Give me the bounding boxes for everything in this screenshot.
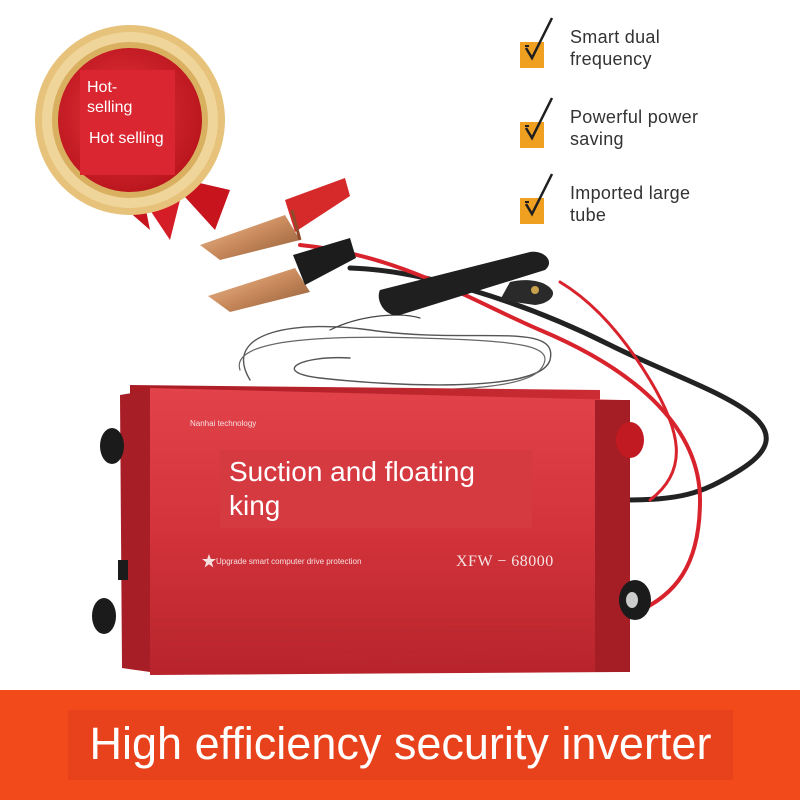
feature-item-power-saving: Powerful power saving (520, 97, 780, 166)
black-clip (208, 238, 356, 312)
badge-line-1: Hot- (87, 79, 118, 96)
feature-label: Smart dual frequency (570, 27, 661, 69)
model-number: XFW − 68000 (456, 553, 554, 570)
star-icon (202, 554, 216, 568)
banner-title: High efficiency security inverter (89, 718, 712, 769)
red-clip (200, 178, 350, 260)
hot-selling-seal (35, 25, 230, 240)
black-paddle (378, 251, 554, 316)
feature-label: Imported large tube (570, 183, 691, 225)
inverter-device (92, 385, 651, 675)
product-title: Suction and floating king (229, 456, 475, 521)
feature-item-dual-frequency: Smart dual frequency (520, 17, 780, 86)
check-icon (524, 97, 554, 141)
product-title-backdrop (220, 450, 532, 528)
feature-item-large-tube: Imported large tube (520, 173, 780, 242)
check-icon (524, 173, 554, 217)
product-tagline: Upgrade smart computer drive protection (216, 557, 362, 566)
check-icon-bg (520, 122, 544, 148)
badge-line-2: selling (87, 99, 133, 116)
check-icon (524, 17, 554, 61)
check-icon-bg (520, 42, 544, 68)
feature-label: Powerful power saving (570, 107, 699, 149)
badge-line-3: Hot selling (89, 130, 164, 147)
brand-name: Nanhai technology (190, 419, 257, 428)
check-icon-bg (520, 198, 544, 224)
banner-title-backdrop (68, 710, 733, 780)
